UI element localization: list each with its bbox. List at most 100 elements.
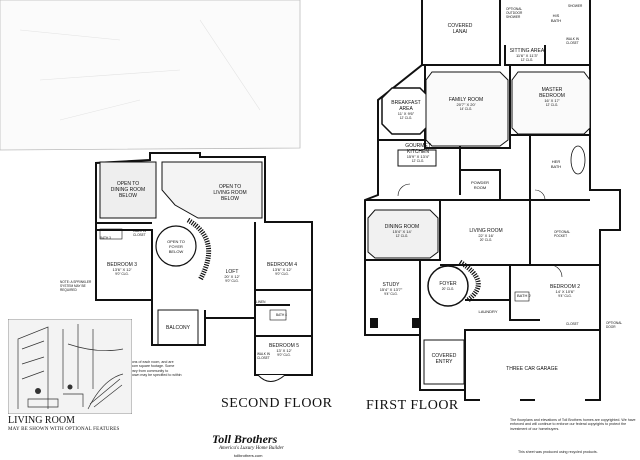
room-label: OPTIONAL [506, 7, 522, 11]
room-label: CLOSET [133, 233, 146, 237]
door-swing [534, 189, 546, 201]
open-to-living-room [161, 161, 263, 219]
room-label: GOURMET [405, 143, 431, 149]
room-label: SHOWER [506, 15, 521, 19]
room-label: OUTDOOR [506, 11, 523, 15]
room-label: COVERED [448, 23, 473, 29]
family-room-ceiling [425, 71, 509, 147]
brand-tagline: America's Luxury Home Builder [219, 446, 284, 451]
door-swing [549, 264, 563, 278]
room-label: DOOR [606, 325, 616, 329]
bay-window [257, 374, 286, 382]
first-floor-walls [364, 0, 621, 401]
recycled-note: This sheet was produced using recycled p… [518, 450, 598, 454]
back-sheet [0, 0, 301, 151]
room-label: BEDROOM [539, 93, 565, 99]
kitchen-island [397, 149, 437, 167]
ceiling-height: 14' CLG. [460, 107, 473, 111]
sprinkler-note: SYSTEM MAY BE [60, 284, 86, 288]
ceiling-height: 9'4" CLG. [384, 292, 398, 296]
svg-text:OPEN TO: OPEN TO [117, 181, 139, 187]
ceiling-height: 12' CLG. [396, 234, 409, 238]
ceiling-height: 20' CLG. [480, 238, 493, 242]
room-label: STUDY [383, 282, 401, 288]
room-label: BELOW [221, 196, 239, 202]
room-label: FOYER [439, 281, 457, 287]
room-label: BATH 2 [517, 293, 531, 298]
brand-url: tollbrothers.com [234, 453, 263, 458]
room-label: POCKET [554, 234, 567, 238]
second-floor-title: SECOND FLOOR [221, 396, 333, 411]
room-label: WALK IN [133, 229, 147, 233]
room-label: BEDROOM 3 [107, 262, 137, 268]
first-floor-labels: COVERED LANAI HIS BATH SHOWER WALK IN CL… [380, 4, 623, 372]
room-label: LAUNDRY [478, 309, 497, 314]
ceiling-height: 12' CLG. [412, 159, 425, 163]
room-label: OPEN TO [219, 184, 241, 190]
room-label: LANAI [453, 29, 467, 35]
room-dimensions: 22' X 16' [478, 233, 494, 238]
room-dimensions: 13'6" X 12' [273, 267, 292, 272]
room-label: BATH [551, 164, 561, 169]
living-room-caption-subtitle: MAY BE SHOWN WITH OPTIONAL FEATURES [8, 427, 120, 432]
room-label: LIVING ROOM [213, 190, 246, 196]
living-room-sketch [8, 319, 132, 414]
tub-icon [570, 145, 586, 175]
room-label: BREAKFAST [391, 100, 420, 106]
room-label: ENTRY [436, 359, 454, 365]
master-ceiling [511, 71, 591, 135]
balcony [157, 309, 199, 346]
ceiling-height: 9'0" CLG. [277, 353, 291, 357]
room-dimensions: 13'6" X 12' [113, 267, 132, 272]
room-label: SITTING AREA [510, 48, 545, 54]
room-label: CLOSET [566, 41, 579, 45]
second-floor-labels: OPEN TO DINING ROOM BELOW OPEN TO LIVING… [60, 181, 299, 360]
room-label: BEDROOM 5 [269, 343, 299, 349]
room-dimensions: 20' X 12' [224, 274, 240, 279]
brand-name: Toll Brothers [212, 432, 278, 446]
room-label: LIVING ROOM [469, 228, 502, 234]
room-dimensions: 15'9" X 13'4" [407, 154, 430, 159]
room-label: KITCHEN [407, 149, 429, 155]
room-label: OPEN TO [117, 181, 139, 187]
tub-icon [99, 228, 123, 240]
room-label: OPEN TO [167, 239, 185, 244]
room-label: CLOSET [257, 356, 270, 360]
breakfast-bay [381, 87, 431, 135]
room-dimensions: 13' X 12' [276, 348, 292, 353]
room-label: FOYER [169, 244, 183, 249]
room-label: CLOSET [566, 322, 579, 326]
ceiling-height: 12' CLG. [400, 116, 413, 120]
sprinkler-note: NOTE: A SPRINKLER [60, 280, 92, 284]
ceiling-height: 9'0" CLG. [225, 279, 239, 283]
room-label: THREE CAR GARAGE [506, 366, 558, 372]
room-dimensions: 20'7" X 20' [457, 102, 476, 107]
foyer-rotunda [427, 265, 469, 307]
room-dimensions: 14' X 10'6" [556, 289, 576, 294]
room-label: SHOWER [568, 4, 583, 8]
room-label: WALK IN [257, 352, 271, 356]
room-label: ROOM [474, 185, 486, 190]
room-label: BATH [551, 18, 561, 23]
room-label: COVERED [432, 353, 457, 359]
second-floor-walls [95, 152, 313, 376]
room-label: OPTIONAL [554, 230, 570, 234]
room-label: HIS [553, 13, 560, 18]
dining-coffered-ceiling [367, 209, 439, 259]
open-to-dining-room [99, 161, 157, 219]
room-dimensions: 15'4" X 14' [393, 229, 412, 234]
room-dimensions: 16' X 17' [544, 98, 560, 103]
room-label: BALCONY [166, 325, 191, 331]
tub-icon [269, 309, 287, 321]
open-to-foyer [155, 225, 197, 267]
ceiling-height: 9'4" CLG. [558, 294, 572, 298]
room-label: FAMILY ROOM [449, 97, 483, 103]
room-label: OPTIONAL [606, 321, 622, 325]
disclaimer-right: The floorplans and elevations of Toll Br… [510, 418, 636, 431]
column-icon [412, 318, 420, 328]
tub-icon [514, 291, 530, 302]
room-label: BELOW [169, 249, 184, 254]
first-floor-title: FIRST FLOOR [366, 398, 459, 413]
